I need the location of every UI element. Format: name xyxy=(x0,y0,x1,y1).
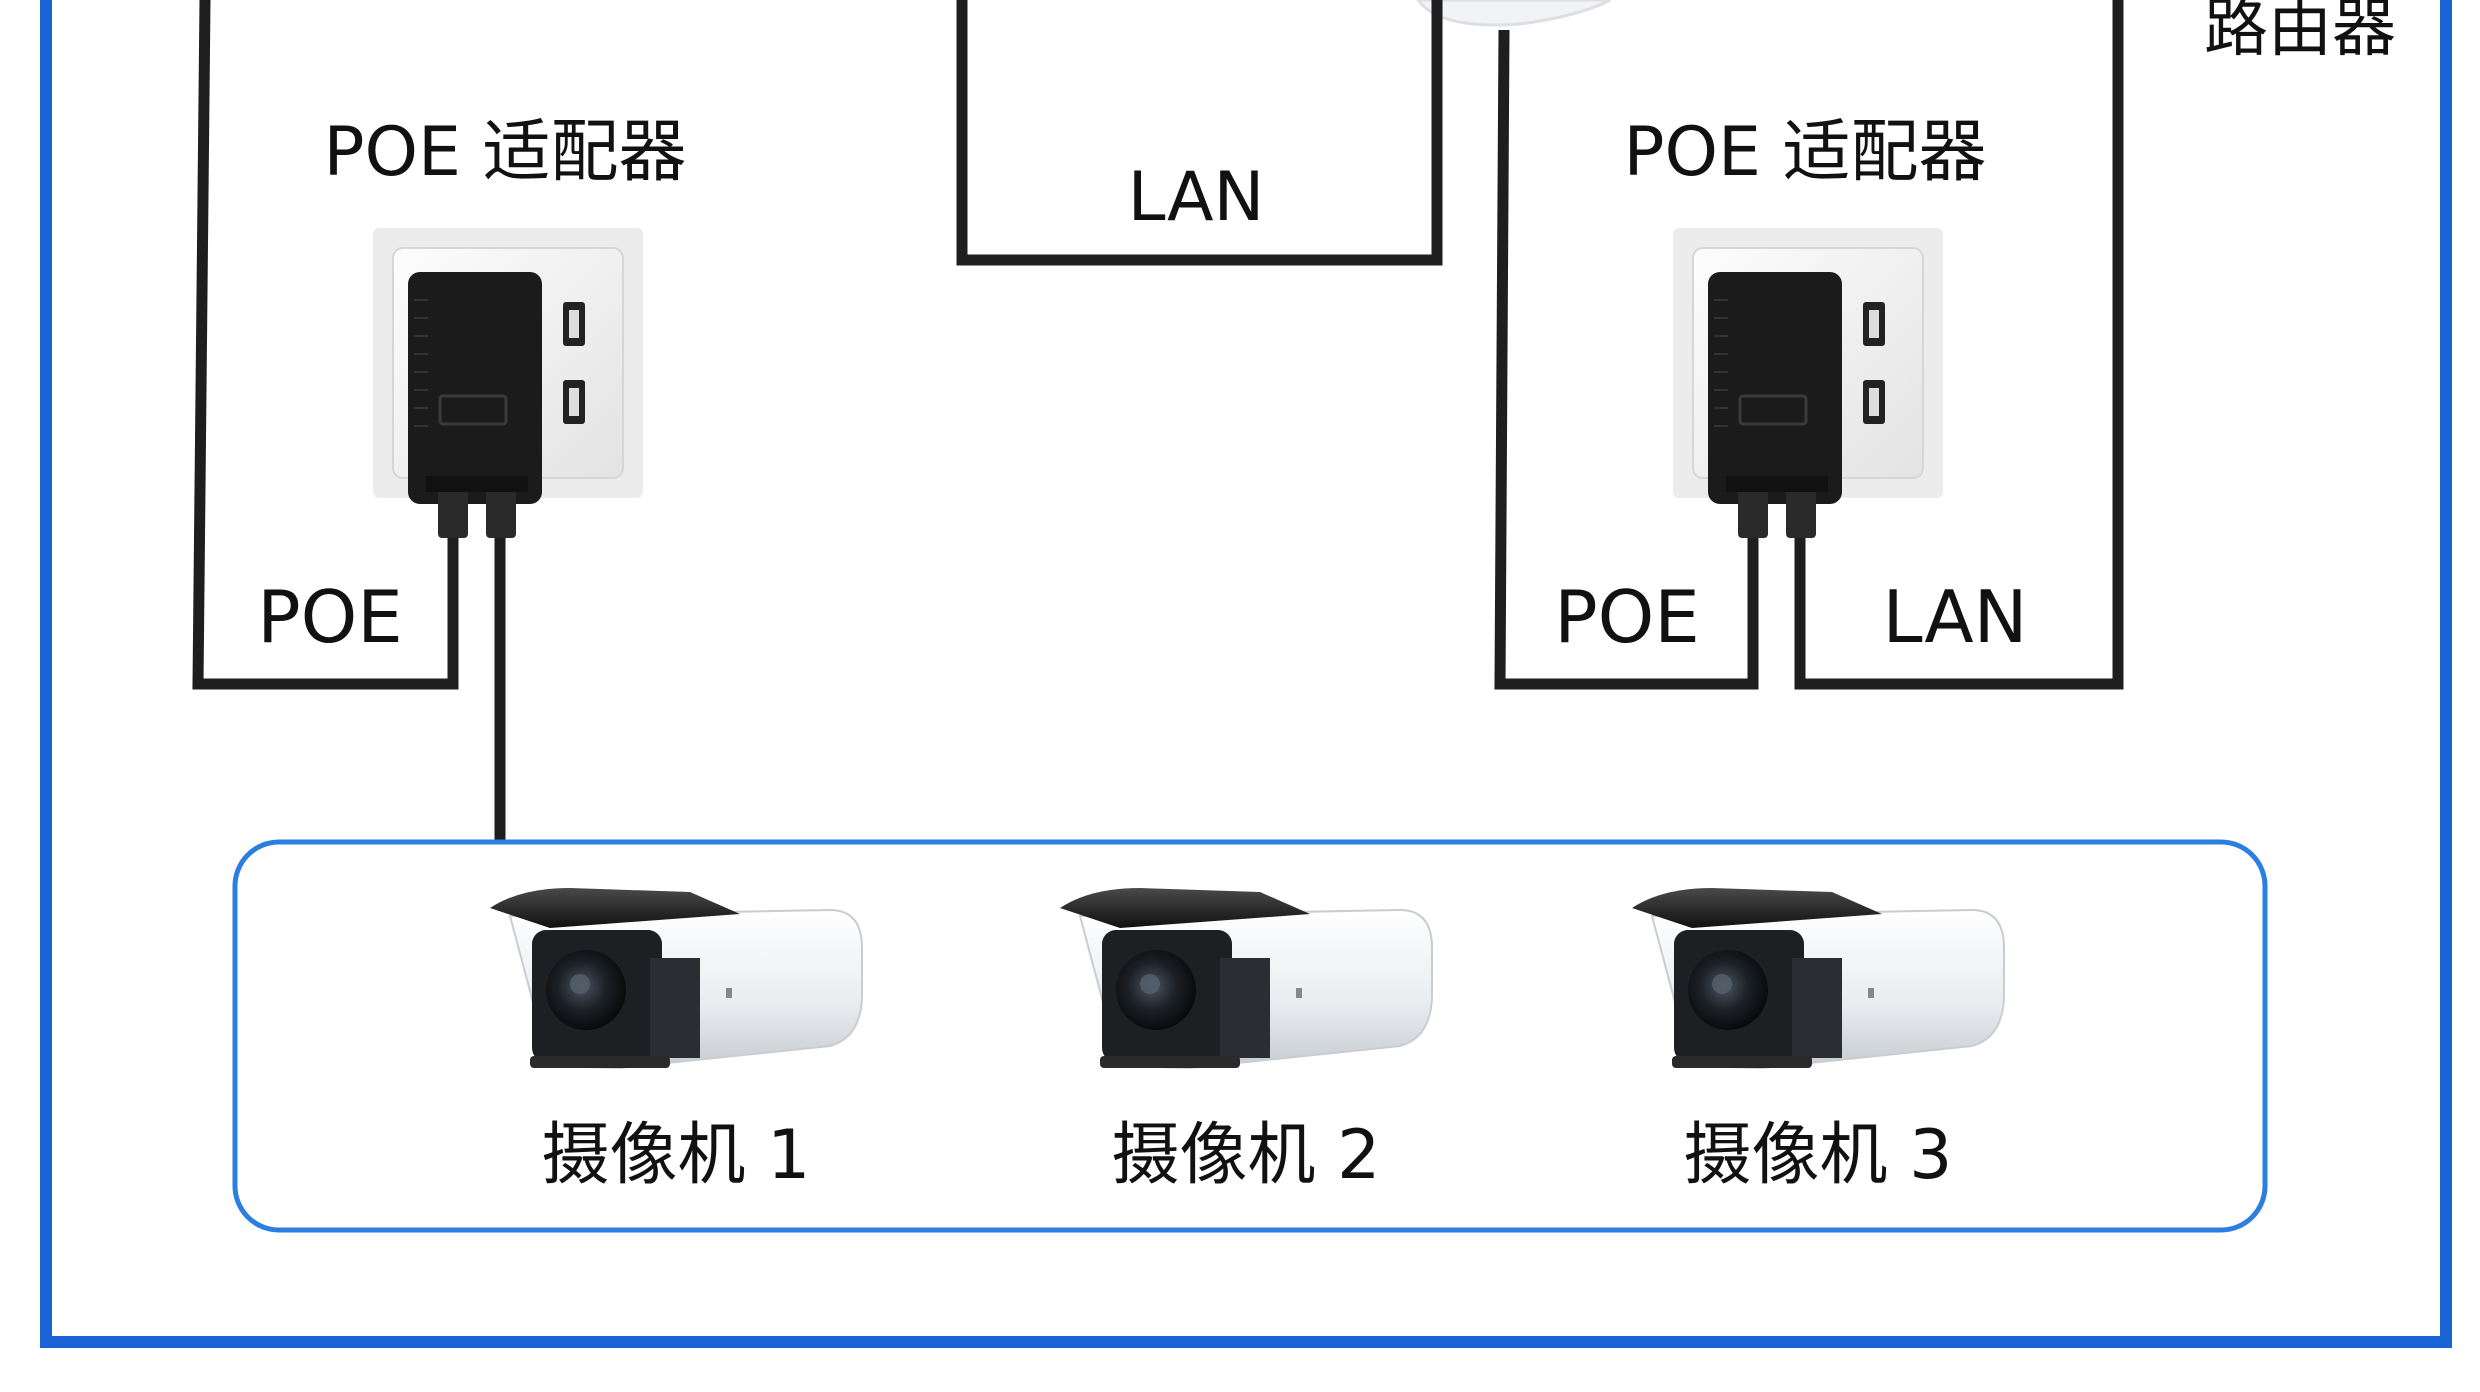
router-device xyxy=(1416,0,1611,27)
cable-adapter2-lan xyxy=(1794,0,2124,690)
adapter-body xyxy=(1708,272,1842,504)
cable-top-lan xyxy=(956,0,1443,266)
rj45-plug xyxy=(1786,480,1816,538)
camera-3-label: 摄像机 3 xyxy=(1684,1116,1953,1195)
camera-3 xyxy=(1632,888,2005,1070)
camera-1-label: 摄像机 1 xyxy=(542,1116,811,1195)
adapter-1-title: POE 适配器 xyxy=(323,113,686,192)
poe-adapter-1: POE 适配器 xyxy=(323,113,687,538)
router-label: 路由器 xyxy=(2204,0,2396,66)
outer-frame xyxy=(40,0,2452,1348)
cable-left-poe xyxy=(192,0,459,690)
cable-router-poe xyxy=(1494,29,1759,690)
poe-adapter-2: POE 适配器 xyxy=(1623,113,1987,538)
rj45-plug xyxy=(486,480,516,538)
cables xyxy=(192,0,2124,842)
camera-2 xyxy=(1060,888,1433,1070)
rj45-plug xyxy=(1738,480,1768,538)
camera-1 xyxy=(490,888,863,1070)
adapter-1-poe-label: POE xyxy=(257,575,403,659)
camera-2-label: 摄像机 2 xyxy=(1112,1116,1381,1195)
adapter-2-poe-label: POE xyxy=(1554,575,1700,659)
rj45-plug xyxy=(438,480,468,538)
top-lan-label: LAN xyxy=(1128,158,1265,237)
adapter-body xyxy=(408,272,542,504)
adapter-2-title: POE 适配器 xyxy=(1623,113,1986,192)
adapter-2-lan-label: LAN xyxy=(1883,575,2028,659)
